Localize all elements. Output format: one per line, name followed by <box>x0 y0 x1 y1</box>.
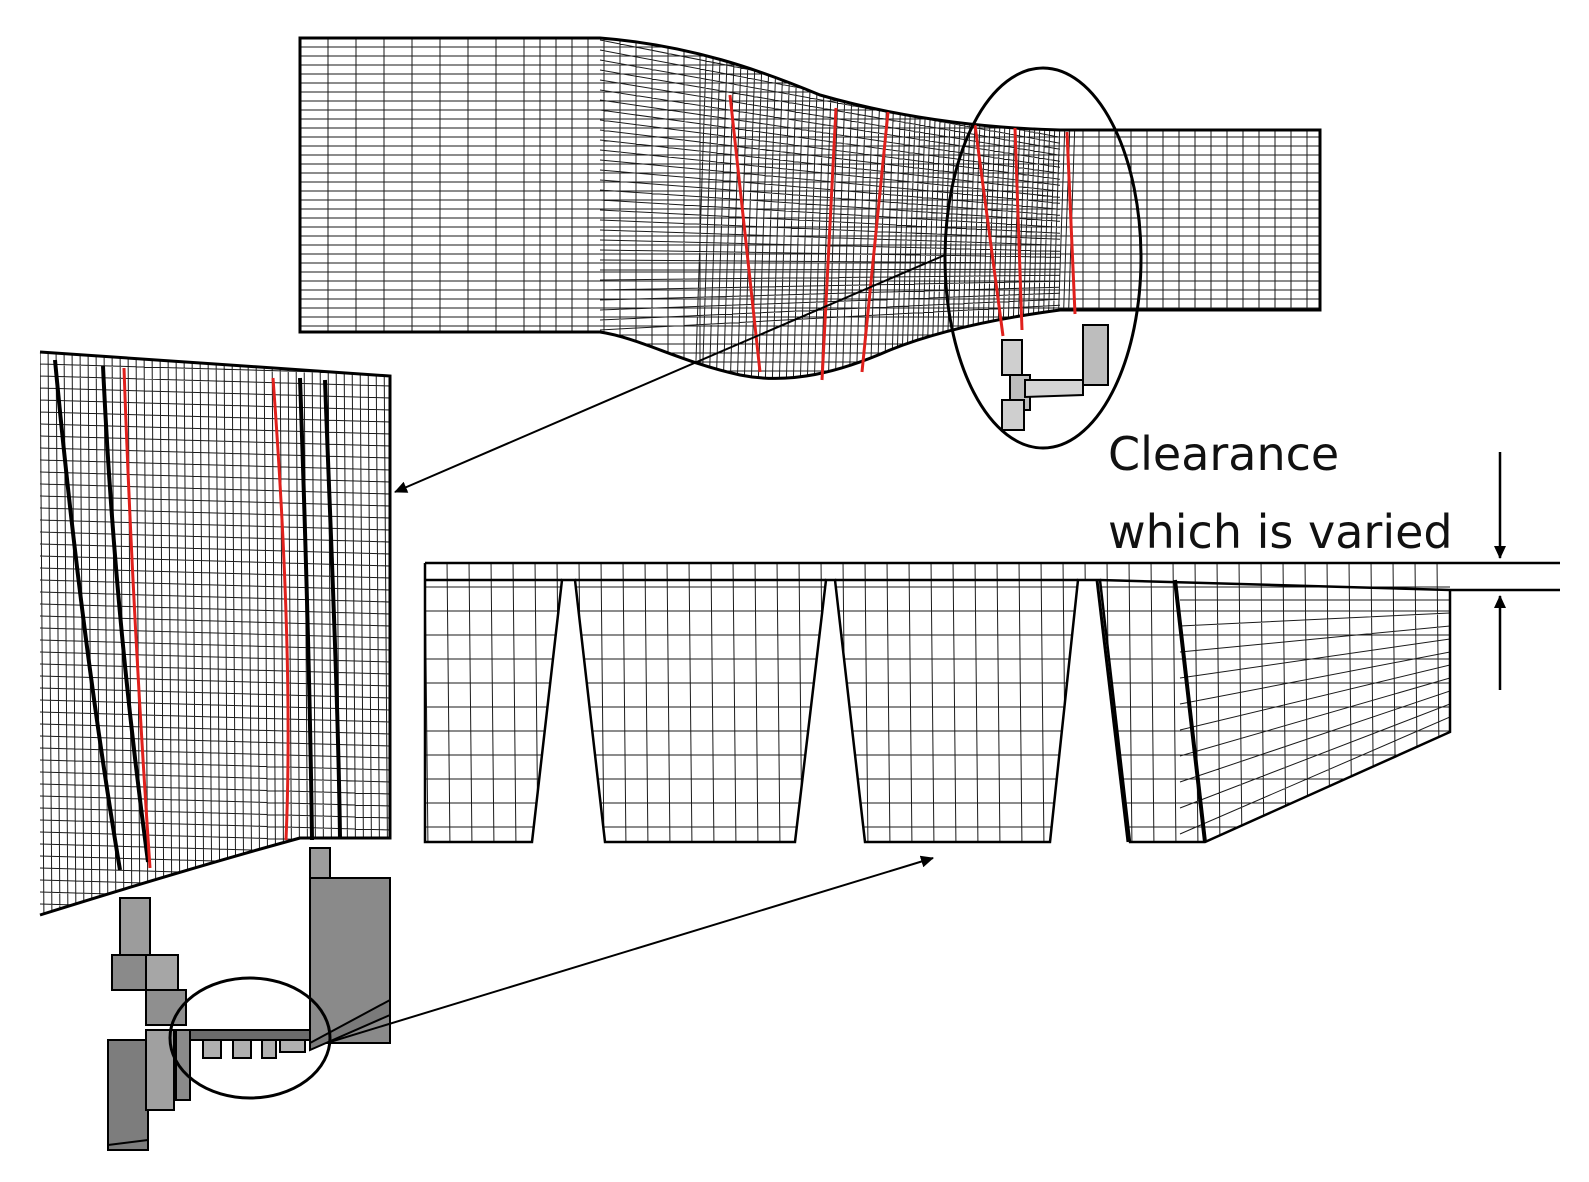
blade-trace <box>728 94 762 373</box>
callout-ellipse-zoom <box>168 976 332 1100</box>
pointer-arrow-detail <box>329 855 934 1043</box>
zoomed-blade-traces <box>122 367 290 869</box>
annotation-varied: which is varied <box>1108 505 1453 559</box>
seal-detail-mesh <box>423 561 1452 844</box>
pointer-arrow-zoom <box>394 254 946 493</box>
blade-trace <box>271 377 290 841</box>
zoomed-seal-structure <box>107 847 391 1151</box>
top-duct-grid <box>300 38 1320 379</box>
zoomed-blade-grid <box>40 352 390 915</box>
blade-trace <box>1065 131 1077 315</box>
zoomed-blade-mesh <box>39 350 392 1151</box>
top-duct-mesh <box>298 36 1322 431</box>
mesh-lines <box>300 38 1320 379</box>
zoomed-blade-outline <box>39 350 392 917</box>
top-blade-traces <box>728 94 1077 381</box>
zoomed-blade-edges <box>53 359 342 871</box>
clearance-dimension <box>1450 452 1560 690</box>
blade-trace <box>820 107 838 381</box>
top-seal-cavity <box>1001 324 1109 431</box>
pointer-arrows <box>329 254 946 1043</box>
top-duct-outline <box>298 36 1322 380</box>
annotation-clearance: Clearance <box>1108 427 1339 481</box>
mesh-lines <box>40 352 390 915</box>
callout-ellipse-top <box>943 66 1143 450</box>
blade-trace <box>973 124 1005 337</box>
blade-trace <box>1013 127 1024 331</box>
blade-trace <box>122 367 152 869</box>
seal-detail-outline <box>423 561 1452 844</box>
blade-trace <box>860 111 890 373</box>
